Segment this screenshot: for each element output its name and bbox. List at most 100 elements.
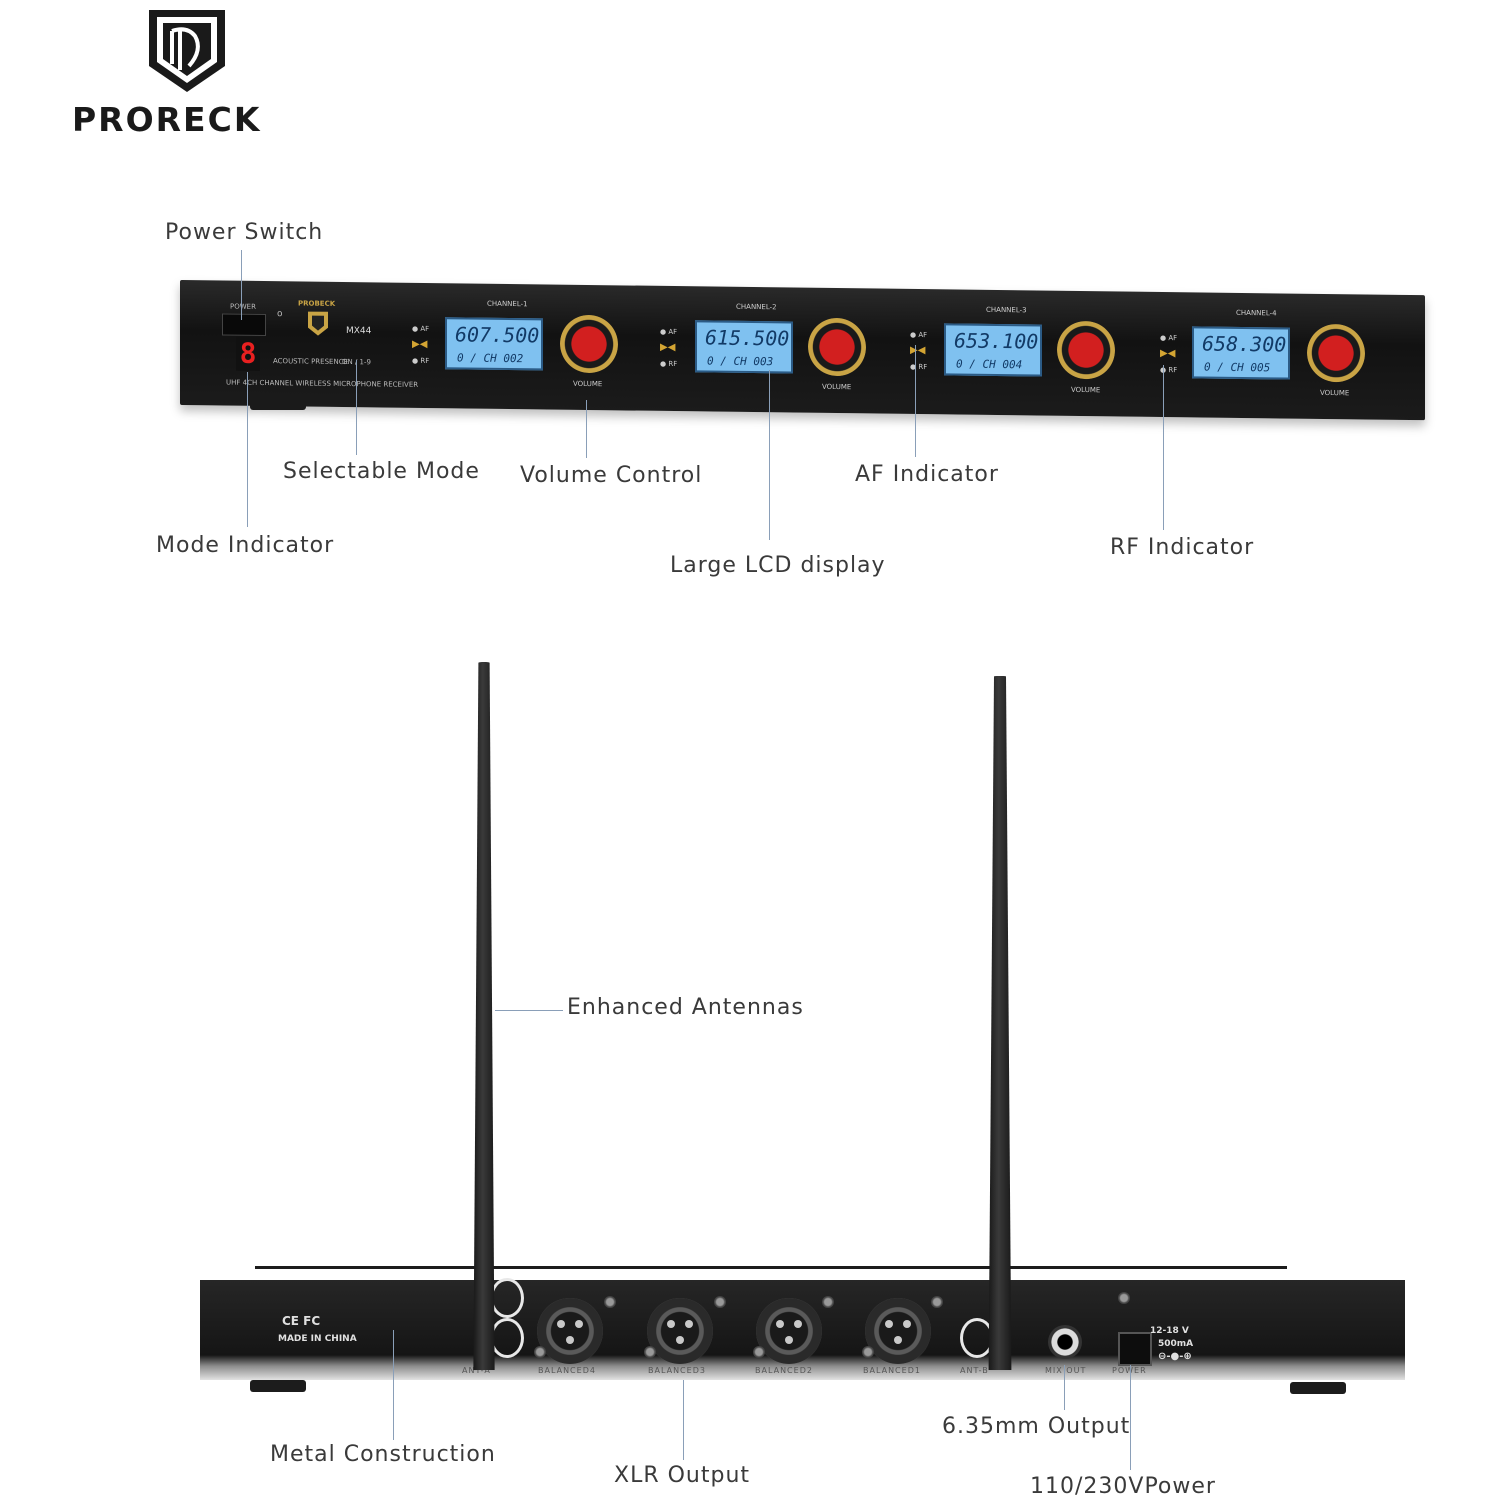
screw-icon <box>714 1296 726 1308</box>
mode-indicator-display: 8 <box>236 336 260 371</box>
balanced-label-3: BALANCED3 <box>648 1366 706 1375</box>
xlr-output-2[interactable] <box>756 1298 822 1364</box>
balanced-label-1: BALANCED1 <box>863 1366 921 1375</box>
lcd-channel-2: 0 / CH 003 <box>707 354 774 369</box>
ant-left-label: ANT-A <box>462 1366 491 1375</box>
screw-icon <box>534 1346 546 1358</box>
output-635mm-jack[interactable] <box>1048 1325 1082 1359</box>
antenna-right <box>988 676 1012 1370</box>
leader-line <box>393 1330 394 1440</box>
leader-line <box>586 400 587 458</box>
callout-mode-indicator: Mode Indicator <box>156 533 335 558</box>
shield-icon <box>308 311 328 336</box>
af-rf-arrows-icon: ▶◀ <box>660 341 676 354</box>
power-label: POWER <box>230 302 256 311</box>
rubber-foot <box>250 400 306 410</box>
lcd-display-1: 607.500 0 / CH 002 <box>445 317 543 371</box>
balanced-label-4: BALANCED4 <box>538 1366 596 1375</box>
callout-selectable-mode: Selectable Mode <box>283 459 480 484</box>
lcd-display-4: 658.300 0 / CH 005 <box>1192 326 1290 380</box>
callout-enhanced-antennas: Enhanced Antennas <box>567 995 804 1020</box>
leader-line <box>247 372 248 527</box>
callout-power: 110/230VPower <box>1030 1474 1216 1499</box>
screw-icon <box>822 1296 834 1308</box>
lcd-frequency-4: 658.300 <box>1202 331 1287 357</box>
leader-line <box>495 1010 563 1011</box>
callout-power-switch: Power Switch <box>165 220 324 245</box>
certification-marks: CE FC <box>282 1314 321 1328</box>
lcd-channel-4: 0 / CH 005 <box>1204 360 1271 375</box>
brand-small: PROBECK <box>298 299 336 308</box>
callout-635mm-output: 6.35mm Output <box>942 1414 1131 1439</box>
leader-line <box>1064 1365 1065 1410</box>
lcd-frequency-2: 615.500 <box>705 325 790 351</box>
lcd-display-2: 615.500 0 / CH 003 <box>695 320 793 374</box>
volume-label-2: VOLUME <box>822 382 852 392</box>
lcd-frequency-1: 607.500 <box>455 322 540 348</box>
power-spec-1: 12-18 V <box>1150 1326 1189 1336</box>
screw-icon <box>931 1296 943 1308</box>
xlr-output-1[interactable] <box>865 1298 931 1364</box>
brand-logo-icon <box>149 10 225 92</box>
screw-icon <box>1118 1292 1130 1304</box>
channel-1-label: CHANNEL-1 <box>487 299 528 309</box>
rear-power-label: POWER <box>1112 1366 1147 1375</box>
xlr-output-4[interactable] <box>537 1298 603 1364</box>
receiver-description: UHF 4CH CHANNEL WIRELESS MICROPHONE RECE… <box>226 378 419 389</box>
antenna-left <box>473 662 495 1370</box>
antenna-connector <box>490 1278 524 1318</box>
receiver-rear-panel: CE FC MADE IN CHINA 12-18 V 500mA ⊖-●-⊕ … <box>200 1280 1405 1380</box>
callout-large-lcd: Large LCD display <box>670 553 886 578</box>
leader-line <box>915 345 916 457</box>
lcd-frequency-3: 653.100 <box>954 328 1039 354</box>
volume-knob-4[interactable] <box>1307 323 1365 383</box>
rf-indicator-1: ● RF <box>412 356 430 366</box>
rubber-foot <box>1290 1382 1346 1394</box>
rubber-foot <box>1307 406 1363 416</box>
callout-af-indicator: AF Indicator <box>855 462 999 487</box>
leader-line <box>356 360 357 455</box>
brand-name: PRORECK <box>72 100 262 139</box>
channel-4-label: CHANNEL-4 <box>1236 308 1277 318</box>
polarity-icon: ⊖-●-⊕ <box>1158 1351 1192 1362</box>
screw-icon <box>753 1346 765 1358</box>
volume-knob-1[interactable] <box>560 314 618 374</box>
volume-knob-2[interactable] <box>808 317 866 377</box>
leader-line <box>1163 365 1164 530</box>
volume-label-4: VOLUME <box>1320 388 1350 398</box>
dc-power-jack[interactable] <box>1118 1332 1152 1366</box>
balanced-label-2: BALANCED2 <box>755 1366 813 1375</box>
leader-line <box>241 250 242 320</box>
volume-knob-3[interactable] <box>1057 320 1115 380</box>
lcd-channel-3: 0 / CH 004 <box>956 357 1023 372</box>
mode-line-text: ACOUSTIC PRESENCE <box>273 357 349 367</box>
af-indicator-4: ● AF <box>1160 333 1178 343</box>
af-rf-arrows-icon: ▶◀ <box>1160 347 1176 360</box>
power-spec-2: 500mA <box>1158 1339 1194 1349</box>
power-switch[interactable] <box>222 313 266 337</box>
volume-label-3: VOLUME <box>1071 385 1101 395</box>
af-indicator-3: ● AF <box>910 330 928 340</box>
rear-top-edge <box>255 1266 1287 1269</box>
leader-line <box>769 370 770 540</box>
screw-icon <box>604 1296 616 1308</box>
leader-line <box>1130 1365 1131 1470</box>
af-rf-arrows-icon: ▶◀ <box>412 338 428 351</box>
power-led-icon: o <box>277 309 283 320</box>
receiver-front-panel: POWER o 8 PROBECK MX44 ACOUSTIC PRESENCE… <box>180 280 1425 421</box>
volume-label-1: VOLUME <box>573 379 603 389</box>
leader-line <box>683 1380 684 1460</box>
callout-volume-control: Volume Control <box>520 463 703 488</box>
channel-2-label: CHANNEL-2 <box>736 302 777 312</box>
rf-indicator-2: ● RF <box>660 359 678 369</box>
model-label: MX44 <box>346 326 372 337</box>
screw-icon <box>644 1346 656 1358</box>
ant-right-label: ANT-B <box>960 1366 989 1375</box>
mix-out-label: MIX OUT <box>1045 1366 1087 1375</box>
xlr-output-3[interactable] <box>647 1298 713 1364</box>
callout-metal-construction: Metal Construction <box>270 1442 496 1467</box>
af-indicator-2: ● AF <box>660 327 678 337</box>
rf-indicator-3: ● RF <box>910 362 928 372</box>
af-rf-arrows-icon: ▶◀ <box>910 344 926 357</box>
callout-rf-indicator: RF Indicator <box>1110 535 1255 560</box>
